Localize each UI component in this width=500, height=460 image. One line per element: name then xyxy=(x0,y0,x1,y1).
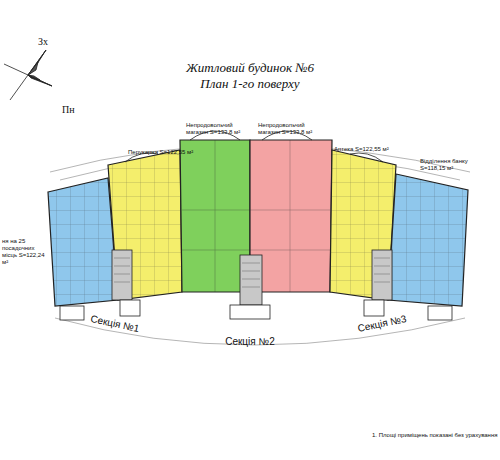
plan-title: Житловий будинок №6 xyxy=(150,60,350,76)
premises-area: Аптека S=122,55 м² xyxy=(330,150,396,300)
stair-cores xyxy=(112,250,392,305)
premises-area: ня на 25 посадочних місць S=122,24 м² xyxy=(48,178,118,306)
area-label: Непродовольчий магазин S=133,8 м² xyxy=(186,122,248,136)
premises-area: Непродовольчий магазин S=133,8 м² xyxy=(250,140,332,292)
area-label: Непродовольчий магазин S=133,8 м² xyxy=(258,122,320,136)
premises-area: Непродовольчий магазин S=133,8 м² xyxy=(180,140,250,292)
premises-area: Перукарня S=122,55 м² xyxy=(108,150,182,300)
area-label: ня на 25 посадочних місць S=122,24 м² xyxy=(2,238,48,266)
section-label: Секція №2 xyxy=(220,336,280,347)
compass-label: Пн xyxy=(62,104,82,115)
bays xyxy=(60,131,452,320)
premises xyxy=(48,140,468,306)
plan-subtitle: План 1-го поверху xyxy=(150,76,350,92)
area-label: Відділення банку S=118,15 м² xyxy=(420,158,480,172)
area-label: Аптека S=122,55 м² xyxy=(334,146,404,153)
room-partitions xyxy=(48,140,468,306)
footnote: 1. Площі приміщень показані без урахуван… xyxy=(372,432,500,438)
area-label: Перукарня S=122,55 м² xyxy=(128,149,208,156)
compass-label: Зх xyxy=(38,36,58,47)
premises-area: Відділення банку S=118,15 м² xyxy=(388,174,468,306)
compass xyxy=(4,50,52,100)
